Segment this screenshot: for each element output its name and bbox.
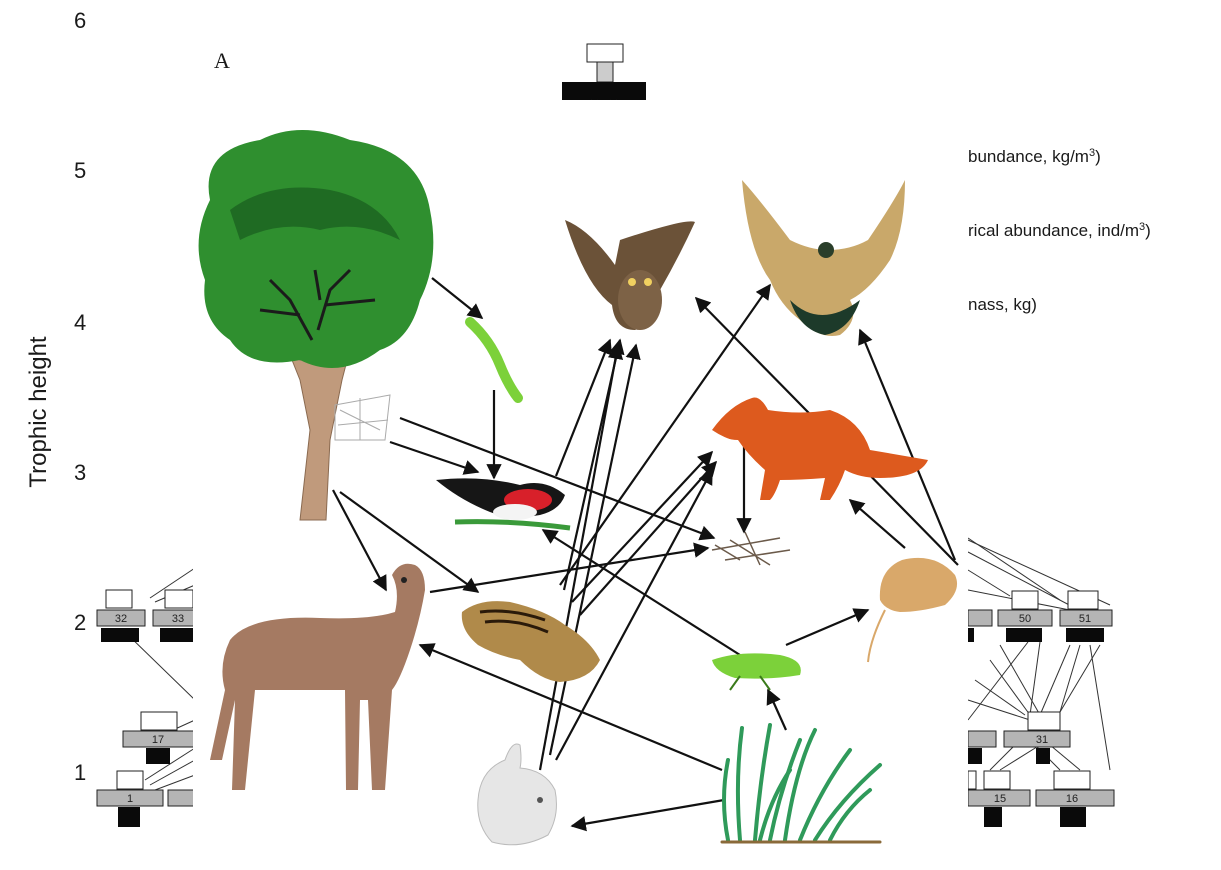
legend-numerical-abundance: rical abundance, ind/m3) <box>968 221 1151 240</box>
svg-text:31: 31 <box>1036 734 1048 746</box>
node-15: 15 <box>968 771 1030 827</box>
y-tick-1: 1 <box>74 760 86 785</box>
svg-text:51: 51 <box>1079 613 1091 625</box>
svg-text:50: 50 <box>1019 613 1031 625</box>
y-axis-label: Trophic height <box>25 336 52 488</box>
legend-biomass-abundance: bundance, kg/m3) <box>968 147 1101 166</box>
y-tick-5: 5 <box>74 158 86 183</box>
svg-text:32: 32 <box>115 613 127 625</box>
svg-text:16: 16 <box>1066 793 1078 805</box>
y-tick-3: 3 <box>74 460 86 485</box>
node-51: 51 <box>1060 591 1112 642</box>
svg-text:1: 1 <box>127 793 133 805</box>
node-32: 32 <box>97 590 145 642</box>
svg-text:33: 33 <box>172 613 184 625</box>
svg-text:15: 15 <box>994 793 1006 805</box>
node-16: 16 <box>1036 771 1114 827</box>
y-tick-4: 4 <box>74 310 86 335</box>
y-tick-6: 6 <box>74 8 86 33</box>
node-17: 17 <box>123 712 195 764</box>
node-33: 33 <box>153 590 195 642</box>
legend-body-mass: nass, kg) <box>968 295 1037 314</box>
node-31: 31 <box>968 712 1070 764</box>
panel-label: A <box>214 48 230 73</box>
y-tick-2: 2 <box>74 610 86 635</box>
svg-text:17: 17 <box>152 734 164 746</box>
